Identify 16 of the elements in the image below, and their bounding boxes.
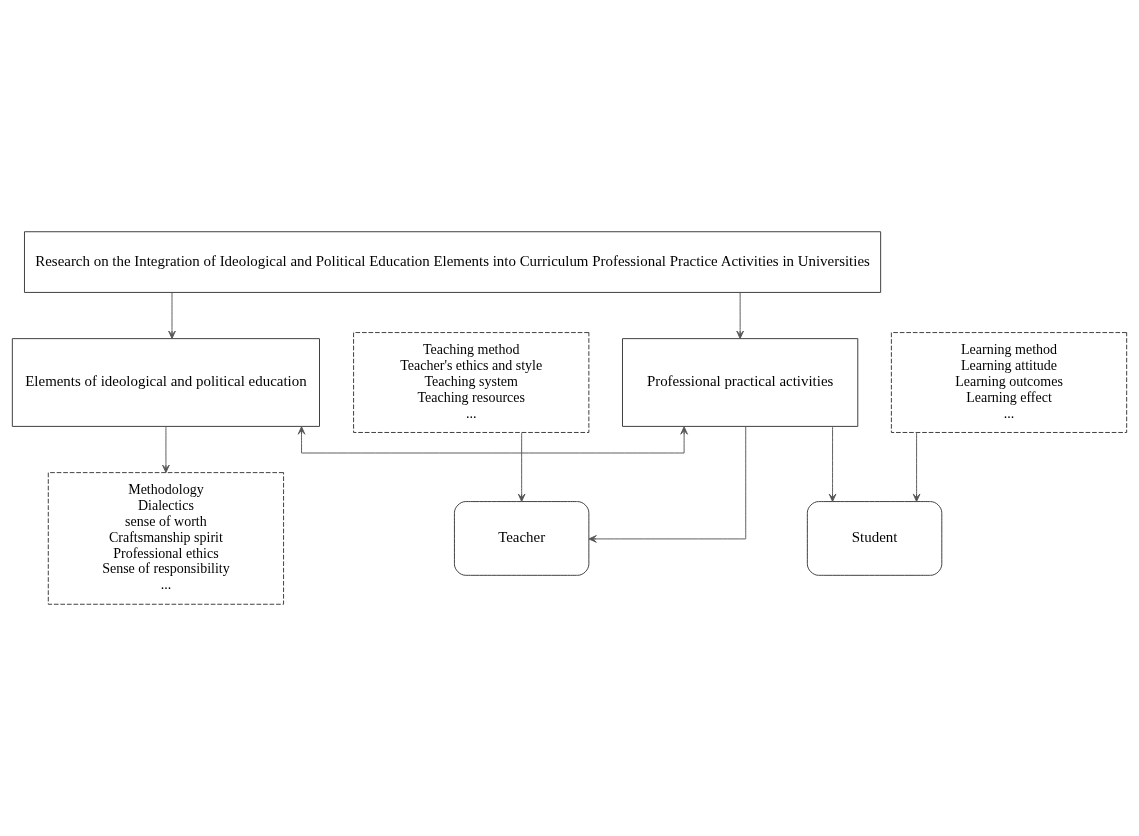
node-box: Student (806, 501, 943, 576)
node-box: Research on the Integration of Ideological and Political Education Elements into Curriculum Professional Practice Activities in Universities (24, 231, 882, 293)
arrow (517, 432, 526, 502)
node-box: Elements of ideological and political education (11, 338, 320, 427)
node-box: Teaching method Teacher's ethics and style Teaching system Teaching resources ... (353, 332, 590, 433)
arrow (912, 432, 921, 502)
arrow (168, 292, 176, 339)
node-box: Professional practical activities (622, 338, 859, 427)
node-box: Learning method Learning attitude Learning outcomes Learning effect ... (890, 332, 1128, 433)
node-box: Teacher (453, 501, 590, 576)
node-box: Methodology Dialectics sense of worth Craftsmanship spirit Professional ethics Sense of responsibility ... (47, 472, 285, 605)
arrow (297, 426, 688, 454)
arrow (828, 426, 837, 502)
arrow (736, 292, 744, 339)
arrow (588, 426, 747, 543)
arrow (162, 426, 170, 473)
